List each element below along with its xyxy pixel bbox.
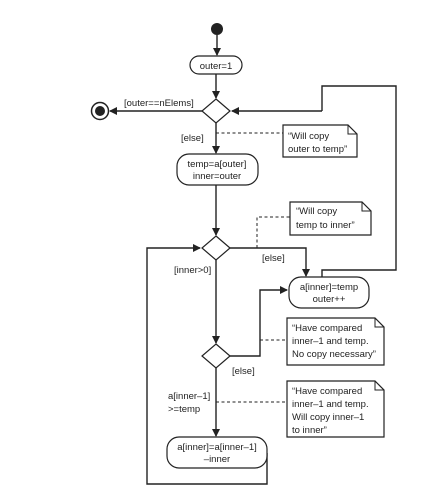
- action-outer-init-label: outer=1: [200, 61, 233, 72]
- action-insert: [288, 276, 370, 309]
- note-copy-outer-line-2: outer to temp”: [288, 144, 347, 155]
- guard-done: [outer==nElems]: [124, 98, 194, 109]
- action-shift-line-2: –inner: [204, 454, 230, 465]
- note-copy-temp-line-2: temp to inner”: [296, 220, 355, 231]
- action-shift-line-1: a[inner]=a[inner–1]: [177, 442, 257, 453]
- action-insert-line-1: a[inner]=temp: [300, 282, 358, 293]
- loop-back-outer: [321, 85, 397, 277]
- guard-else-3: [else]: [232, 366, 255, 377]
- guard-inner-positive: [inner>0]: [174, 265, 211, 276]
- guard-else-2: [else]: [262, 253, 285, 264]
- note-will-copy-line-2: inner–1 and temp.: [292, 399, 369, 410]
- note-will-copy-line-3: Will copy inner–1: [292, 412, 364, 423]
- guard-compare-line-2: >=temp: [168, 404, 200, 415]
- note-copy-temp: [289, 201, 372, 236]
- flow-else-3: [230, 286, 288, 357]
- guard-else-1: [else]: [181, 133, 204, 144]
- action-temp-assign: [176, 153, 259, 186]
- action-temp-assign-line-1: temp=a[outer]: [188, 159, 247, 170]
- loop-back-inner: [146, 244, 268, 485]
- action-temp-assign-line-2: inner=outer: [193, 171, 241, 182]
- action-shift: [166, 436, 268, 469]
- note-copy-outer-line-1: “Will copy: [288, 131, 329, 142]
- note-will-copy: [286, 380, 385, 438]
- decision-compare: [201, 343, 231, 369]
- final-node: [95, 106, 105, 116]
- note-no-copy-line-3: No copy necessary”: [292, 349, 376, 360]
- decision-outer: [201, 98, 231, 124]
- note-will-copy-line-4: to inner”: [292, 425, 327, 436]
- guard-compare-line-1: a[inner–1]: [168, 391, 210, 402]
- decision-inner: [201, 235, 231, 261]
- note-no-copy-line-1: “Have compared: [292, 323, 362, 334]
- flow-else-2: [230, 247, 310, 277]
- note-copy-outer: [282, 124, 358, 158]
- initial-node: [211, 23, 223, 35]
- action-insert-line-2: outer++: [313, 294, 346, 305]
- note-will-copy-line-1: “Have compared: [292, 386, 362, 397]
- note-copy-temp-line-1: “Will copy: [296, 206, 337, 217]
- note-no-copy: [286, 317, 385, 366]
- note-link-copy-temp: [256, 216, 290, 248]
- note-no-copy-line-2: inner–1 and temp.: [292, 336, 369, 347]
